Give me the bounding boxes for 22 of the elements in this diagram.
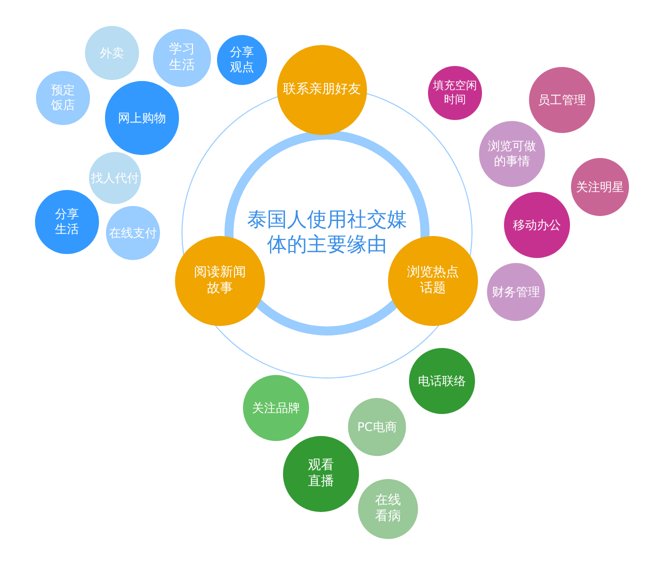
- topic-bubble: 网上购物: [105, 81, 179, 155]
- topic-bubble: 预定饭店: [36, 71, 90, 125]
- topic-bubble: 观看直播: [283, 436, 359, 512]
- topic-bubble: 分享生活: [35, 190, 99, 254]
- topic-bubble: 员工管理: [529, 67, 595, 133]
- topic-bubble: 填充空闲时间: [428, 66, 482, 120]
- main-reason-circle: 浏览热点话题: [388, 236, 478, 326]
- topic-bubble: 在线支付: [106, 206, 160, 260]
- topic-bubble: PC电商: [348, 398, 406, 456]
- topic-bubble: 财务管理: [487, 263, 545, 321]
- topic-bubble: 电话联络: [409, 348, 475, 414]
- topic-bubble: 关注明星: [571, 158, 629, 216]
- topic-bubble: 移动办公: [504, 192, 570, 258]
- main-reason-circle: 联系亲朋好友: [277, 45, 367, 135]
- topic-bubble: 分享观点: [217, 35, 267, 85]
- topic-bubble: 外卖: [85, 26, 139, 80]
- main-reason-circle: 阅读新闻故事: [175, 236, 265, 326]
- topic-bubble: 浏览可做的事情: [479, 121, 545, 187]
- topic-bubble: 学习生活: [153, 29, 211, 87]
- topic-bubble: 关注品牌: [243, 375, 309, 441]
- topic-bubble: 在线看病: [358, 479, 418, 539]
- topic-bubble: 找人代付: [89, 152, 141, 204]
